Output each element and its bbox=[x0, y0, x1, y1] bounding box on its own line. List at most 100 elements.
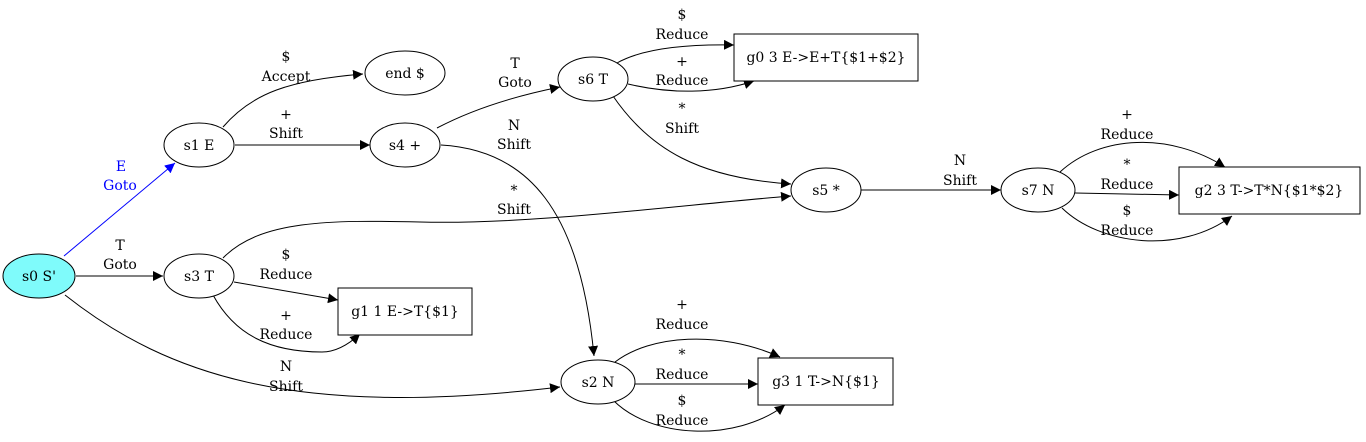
node-label: s7 N bbox=[1022, 183, 1055, 199]
edge-symbol: $ bbox=[282, 49, 291, 65]
node-shape bbox=[364, 50, 446, 96]
node-s4: s4 + bbox=[369, 122, 441, 168]
edge-line bbox=[440, 144, 599, 357]
edge-symbol: N bbox=[280, 359, 292, 375]
edge-action: Shift bbox=[269, 379, 303, 395]
edge-symbol: T bbox=[510, 56, 520, 72]
edge-s2-g3-plus: + Reduce bbox=[614, 297, 781, 363]
node-g1: g1 1 E->T{$1} bbox=[337, 287, 473, 336]
edge-line bbox=[1074, 189, 1180, 200]
node-shape bbox=[1178, 166, 1361, 215]
node-label: s0 S' bbox=[22, 269, 56, 285]
edge-line bbox=[64, 294, 561, 398]
edge-symbol: + bbox=[280, 308, 292, 324]
edge-action: Shift bbox=[497, 137, 531, 153]
node-g3: g3 1 T->N{$1} bbox=[757, 357, 894, 406]
edge-line bbox=[222, 69, 364, 128]
node-label: g3 1 T->N{$1} bbox=[772, 374, 880, 390]
edge-action: Shift bbox=[497, 202, 531, 218]
node-label: s5 * bbox=[812, 183, 840, 199]
edge-s5-s7: N Shift bbox=[861, 153, 1001, 195]
edge-action: Reduce bbox=[260, 267, 313, 283]
edge-action: Shift bbox=[665, 121, 699, 137]
edge-symbol: * bbox=[1124, 157, 1131, 173]
edge-s7-g2-plus: + Reduce bbox=[1059, 107, 1226, 173]
edge-s1-end: $ Accept bbox=[222, 49, 364, 128]
node-label: s6 T bbox=[578, 72, 609, 88]
node-g0: g0 3 E->E+T{$1+$2} bbox=[733, 33, 919, 82]
node-s1: s1 E bbox=[163, 122, 235, 168]
edge-action: Goto bbox=[103, 178, 137, 194]
edge-s4-s6: T Goto bbox=[436, 56, 561, 129]
edge-symbol: N bbox=[508, 118, 520, 134]
node-shape bbox=[790, 167, 862, 213]
edge-symbol: $ bbox=[282, 247, 291, 263]
node-end: end $ bbox=[364, 50, 446, 96]
edge-action: Reduce bbox=[1101, 223, 1154, 239]
edge-symbol: + bbox=[676, 297, 688, 313]
node-shape bbox=[733, 33, 919, 82]
node-s5: s5 * bbox=[790, 167, 862, 213]
edge-action: Shift bbox=[269, 126, 303, 142]
edge-line bbox=[612, 95, 792, 189]
edge-s2-g3-star: * Reduce bbox=[635, 347, 758, 389]
edge-symbol: * bbox=[679, 101, 686, 117]
edge-s0-s2: N Shift bbox=[64, 294, 561, 398]
edge-line bbox=[222, 191, 792, 259]
edge-s4-s2: N Shift bbox=[440, 118, 599, 357]
node-shape bbox=[1000, 167, 1076, 213]
node-label: s4 + bbox=[389, 138, 421, 154]
edge-line bbox=[614, 338, 781, 363]
edge-s6-g0-plus: + Reduce bbox=[627, 54, 755, 92]
edge-s3-s5: * Shift bbox=[222, 183, 792, 259]
node-s2: s2 N bbox=[560, 359, 636, 405]
edge-s3-g1-dollar: $ Reduce bbox=[233, 247, 339, 304]
edge-line bbox=[436, 84, 561, 129]
edge-line bbox=[612, 399, 786, 432]
edge-s6-g0-dollar: $ Reduce bbox=[616, 7, 735, 64]
edge-action: Goto bbox=[498, 75, 532, 91]
edge-s2-g3-dollar: $ Reduce bbox=[612, 393, 786, 432]
node-shape bbox=[557, 56, 629, 102]
edge-action: Reduce bbox=[1101, 127, 1154, 143]
edge-symbol: $ bbox=[1123, 203, 1132, 219]
node-label: s2 N bbox=[582, 375, 615, 391]
node-label: g0 3 E->E+T{$1+$2} bbox=[746, 50, 905, 66]
node-s6: s6 T bbox=[557, 56, 629, 102]
edge-s6-s5: * Shift bbox=[612, 95, 792, 189]
edge-action: Reduce bbox=[656, 73, 709, 89]
edge-action: Reduce bbox=[656, 27, 709, 43]
edge-s3-g1-plus: + Reduce bbox=[212, 294, 361, 353]
edge-line bbox=[233, 281, 339, 304]
edge-s7-g2-dollar: $ Reduce bbox=[1061, 203, 1233, 242]
node-label: s1 E bbox=[184, 138, 215, 154]
edge-action: Accept bbox=[261, 69, 311, 85]
node-label: g1 1 E->T{$1} bbox=[351, 304, 459, 320]
edge-action: Reduce bbox=[656, 367, 709, 383]
node-shape bbox=[163, 253, 235, 299]
edge-symbol: + bbox=[280, 107, 292, 123]
edge-symbol: $ bbox=[678, 393, 687, 409]
edge-symbol: N bbox=[954, 153, 966, 169]
edge-action: Reduce bbox=[1101, 177, 1154, 193]
edge-line bbox=[63, 162, 176, 257]
edge-line bbox=[212, 294, 361, 353]
edge-line bbox=[1061, 207, 1233, 242]
edge-action: Reduce bbox=[260, 327, 313, 343]
edge-action: Shift bbox=[943, 173, 977, 189]
edge-s0-s1: E Goto bbox=[63, 159, 176, 257]
edge-line bbox=[627, 79, 755, 92]
edge-line bbox=[616, 39, 735, 64]
node-shape bbox=[757, 357, 894, 406]
node-shape bbox=[337, 287, 473, 336]
edge-s0-s3: T Goto bbox=[76, 238, 163, 281]
edge-symbol: T bbox=[115, 238, 125, 254]
edge-line bbox=[1059, 142, 1226, 173]
node-g2: g2 3 T->T*N{$1*$2} bbox=[1178, 166, 1361, 215]
node-label: g2 3 T->T*N{$1*$2} bbox=[1195, 183, 1344, 199]
edge-symbol: * bbox=[679, 347, 686, 363]
node-shape bbox=[163, 122, 235, 168]
edge-action: Goto bbox=[103, 257, 137, 273]
node-shape bbox=[560, 359, 636, 405]
